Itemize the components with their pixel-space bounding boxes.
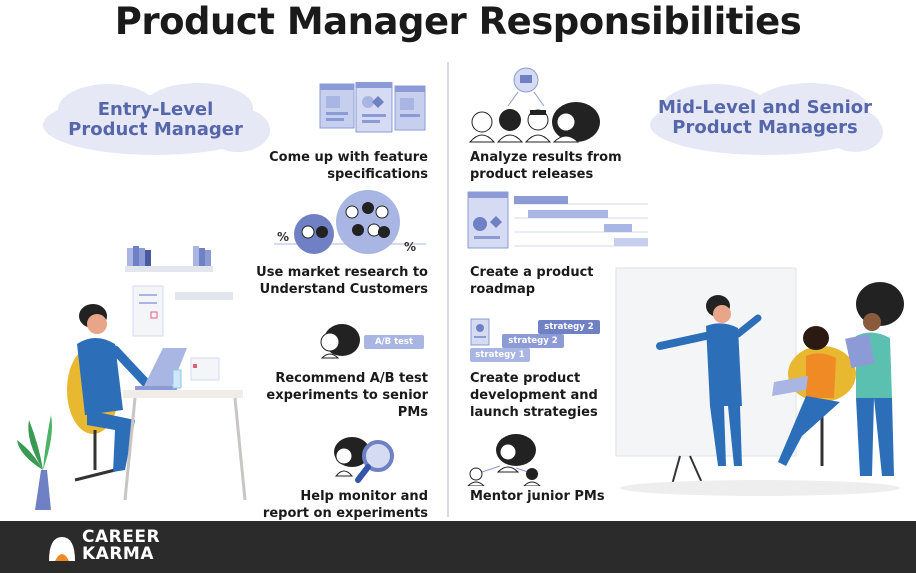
responsibility-line: product releases	[470, 167, 594, 182]
responsibility-line: roadmap	[470, 282, 536, 297]
career-karma-logo-icon	[49, 537, 75, 561]
ab-test-person-icon	[320, 324, 360, 359]
strategy-doc-icon	[470, 318, 490, 346]
responsibility-line: Help monitor and	[300, 489, 428, 504]
responsibility-line: launch strategies	[470, 405, 598, 420]
responsibility-line: specifications	[327, 167, 428, 182]
responsibility-line: development and	[470, 388, 598, 403]
brand-line-career: CAREER	[82, 527, 161, 547]
senior-level-cloud	[650, 83, 883, 155]
responsibility-line: Mentor junior PMs	[470, 489, 605, 504]
mentor-team-icon	[467, 434, 541, 486]
responsibility-launch-strategies: Create product development and launch st…	[470, 370, 670, 421]
responsibility-line: Create product	[470, 371, 581, 386]
responsibility-line: Come up with feature	[269, 150, 428, 165]
brand-line-karma: KARMA	[82, 544, 154, 564]
column-divider	[447, 62, 449, 517]
entry-level-heading: Entry-Level Product Manager	[48, 100, 263, 140]
responsibility-line: PMs	[397, 405, 428, 420]
roadmap-gantt-icon	[467, 191, 648, 249]
analyze-results-team-icon	[468, 67, 600, 143]
responsibility-ab-test: Recommend A/B test experiments to senior…	[228, 370, 428, 421]
responsibility-line: report on experiments	[262, 506, 428, 521]
strategy-2-mid-tag: strategy 2	[502, 334, 564, 348]
entry-level-heading-line: Entry-Level	[97, 99, 214, 120]
page-title: Product Manager Responsibilities	[114, 0, 802, 43]
senior-level-heading: Mid-Level and Senior Product Managers	[650, 98, 880, 138]
career-karma-logo-text: CAREER KARMA	[82, 529, 160, 563]
responsibility-mentor: Mentor junior PMs	[470, 488, 670, 505]
senior-level-heading-line: Product Managers	[672, 117, 858, 138]
responsibility-line: Recommend A/B test	[275, 371, 428, 386]
ab-test-tag: A/B test	[364, 335, 424, 349]
entry-level-desk-scene	[17, 246, 247, 510]
responsibility-line: Analyze results from	[470, 150, 622, 165]
strategy-1-tag: strategy 1	[470, 348, 530, 362]
responsibility-analyze-results: Analyze results from product releases	[470, 149, 670, 183]
responsibility-line: Use market research to	[256, 265, 428, 280]
responsibility-line: Create a product	[470, 265, 594, 280]
percent-left-label: %	[277, 230, 289, 244]
responsibility-market-research: Use market research to Understand Custom…	[228, 264, 428, 298]
strategy-2-top-tag: strategy 2	[538, 320, 600, 334]
responsibility-line: Understand Customers	[259, 282, 428, 297]
responsibility-feature-specs: Come up with feature specifications	[228, 149, 428, 183]
responsibility-monitor-experiments: Help monitor and report on experiments	[228, 488, 428, 522]
market-research-people-icon: % %	[274, 190, 426, 254]
entry-level-heading-line: Product Manager	[68, 119, 243, 140]
responsibility-roadmap: Create a product roadmap	[470, 264, 670, 298]
footer-bar: CAREER KARMA	[0, 521, 916, 573]
feature-spec-windows-icon	[319, 82, 426, 133]
magnifier-person-icon	[334, 437, 394, 483]
responsibility-line: experiments to senior	[266, 388, 428, 403]
senior-level-heading-line: Mid-Level and Senior	[657, 97, 872, 118]
senior-team-scene	[615, 267, 904, 496]
entry-level-cloud	[43, 83, 270, 155]
percent-right-label: %	[404, 240, 416, 254]
